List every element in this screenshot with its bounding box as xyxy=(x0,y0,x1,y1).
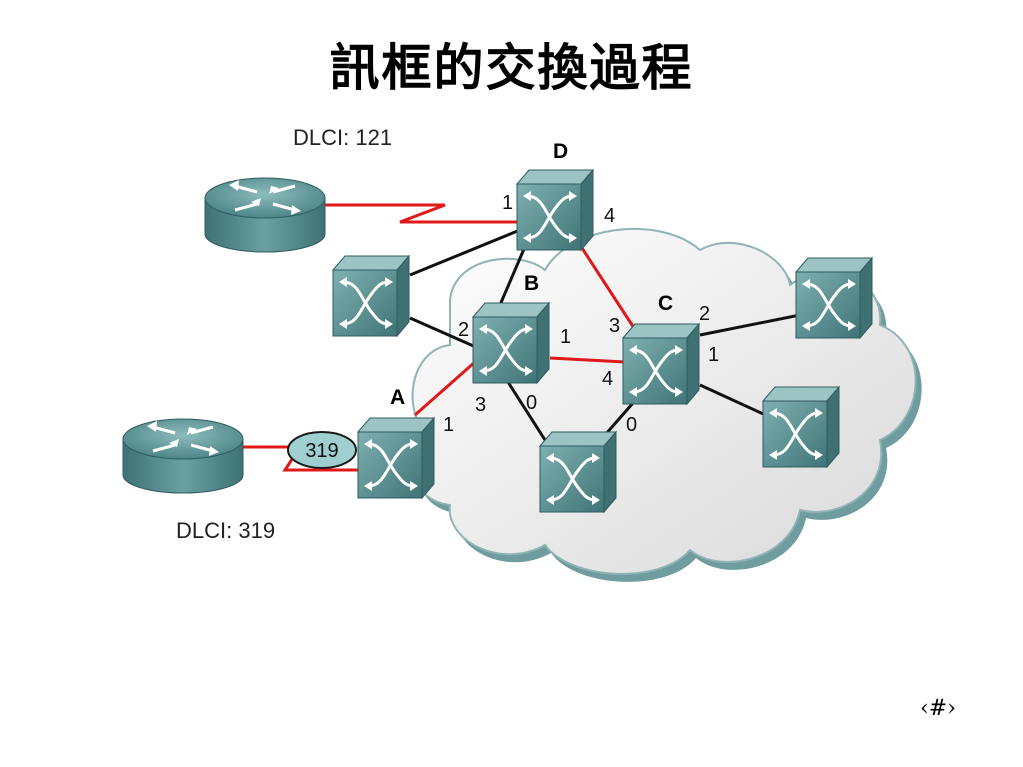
port-c-bottom: 0 xyxy=(626,414,637,436)
switch-right-bottom xyxy=(761,385,841,469)
port-c-right-bottom: 1 xyxy=(708,344,719,366)
link-left-switch-d xyxy=(409,228,521,277)
links xyxy=(240,203,801,472)
router-bottom xyxy=(121,417,245,495)
port-b-right: 1 xyxy=(560,326,571,348)
link-c-right-bottom xyxy=(699,383,773,420)
node-label-a: A xyxy=(390,386,405,409)
port-c-left-top: 3 xyxy=(609,315,620,337)
dlci-top-label: DLCI: 121 xyxy=(293,125,392,150)
dlci-bottom-label: DLCI: 319 xyxy=(176,518,275,543)
port-a-right: 1 xyxy=(443,414,454,436)
link-b-c xyxy=(549,356,626,364)
switch-d xyxy=(515,168,595,252)
node-label-b: B xyxy=(524,272,539,295)
switch-left xyxy=(331,254,411,338)
port-b-bottom-right: 0 xyxy=(526,392,537,414)
dlci-oval: 319 xyxy=(287,431,357,469)
link-a-b xyxy=(414,360,476,417)
link-d-c xyxy=(578,244,636,329)
dlci-oval-label: 319 xyxy=(305,440,338,462)
link-left-switch-b xyxy=(409,316,479,350)
page-number: ‹#› xyxy=(920,696,957,721)
port-b-bottom-left: 3 xyxy=(475,394,486,416)
switch-c xyxy=(621,322,701,406)
slide-title: 訊框的交換過程 xyxy=(329,39,694,97)
port-d-left: 1 xyxy=(502,192,513,214)
port-d-right: 4 xyxy=(604,205,615,227)
switch-b xyxy=(471,301,551,385)
switch-bottom xyxy=(538,430,618,514)
node-label-c: C xyxy=(658,292,673,315)
link-router-d xyxy=(320,203,520,224)
link-b-d xyxy=(498,241,529,306)
link-c-right-top xyxy=(699,313,801,337)
switch-right-top xyxy=(794,256,874,340)
port-b-left: 2 xyxy=(458,319,469,341)
port-c-left-bottom: 4 xyxy=(602,368,613,390)
switch-a xyxy=(356,416,436,500)
node-label-d: D xyxy=(553,140,568,163)
port-c-right-top: 2 xyxy=(699,303,710,325)
link-b-bottom xyxy=(506,381,547,441)
router-top xyxy=(203,176,327,254)
